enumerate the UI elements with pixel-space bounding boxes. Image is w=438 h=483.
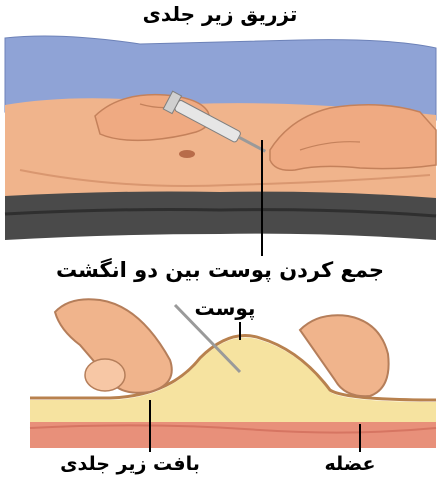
skin-label: پوست <box>180 296 270 320</box>
subcutaneous-label: بافت زیر جلدی <box>55 453 205 475</box>
page-title: تزریق زیر جلدی <box>120 2 320 26</box>
pinch-caption: جمع کردن پوست بین دو انگشت <box>10 258 430 282</box>
waistband <box>5 192 436 241</box>
navel <box>179 150 195 158</box>
muscle-label: عضله <box>300 453 400 475</box>
muscle-layer <box>30 420 436 448</box>
